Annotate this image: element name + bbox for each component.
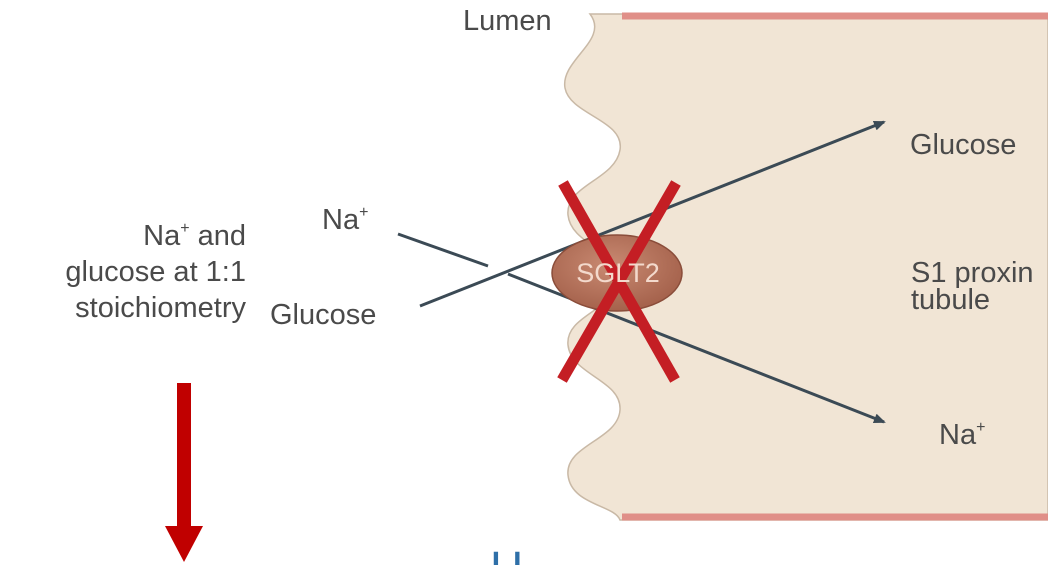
transporter-label: SGLT2 <box>556 258 680 288</box>
sodium-out-charge: + <box>976 419 985 436</box>
sodium-in-text: Na <box>322 204 359 236</box>
lumen-label: Lumen <box>463 4 552 38</box>
sodium-in-charge: + <box>359 204 368 221</box>
decrease-arrow-head <box>165 526 203 562</box>
glucose-in-label: Glucose <box>270 298 376 332</box>
stoichiometry-line3: stoichiometry <box>0 290 246 326</box>
cut-off-heading-text: H <box>490 540 550 565</box>
stoichiometry-line1: Na+ and <box>0 218 246 254</box>
sodium-out-text: Na <box>939 419 976 451</box>
stoichiometry-line2: glucose at 1:1 <box>0 254 246 290</box>
tubule-label-line2: tubule <box>911 283 990 317</box>
glucose-out-label: Glucose <box>910 128 1016 162</box>
sodium-out-label: Na+ <box>939 418 985 452</box>
stoichiometry-label: Na+ and glucose at 1:1 stoichiometry <box>0 218 246 326</box>
sodium-in-label: Na+ <box>322 203 368 237</box>
sodium-arrow-segment-1 <box>398 234 488 266</box>
decrease-arrow-shaft <box>177 383 191 528</box>
